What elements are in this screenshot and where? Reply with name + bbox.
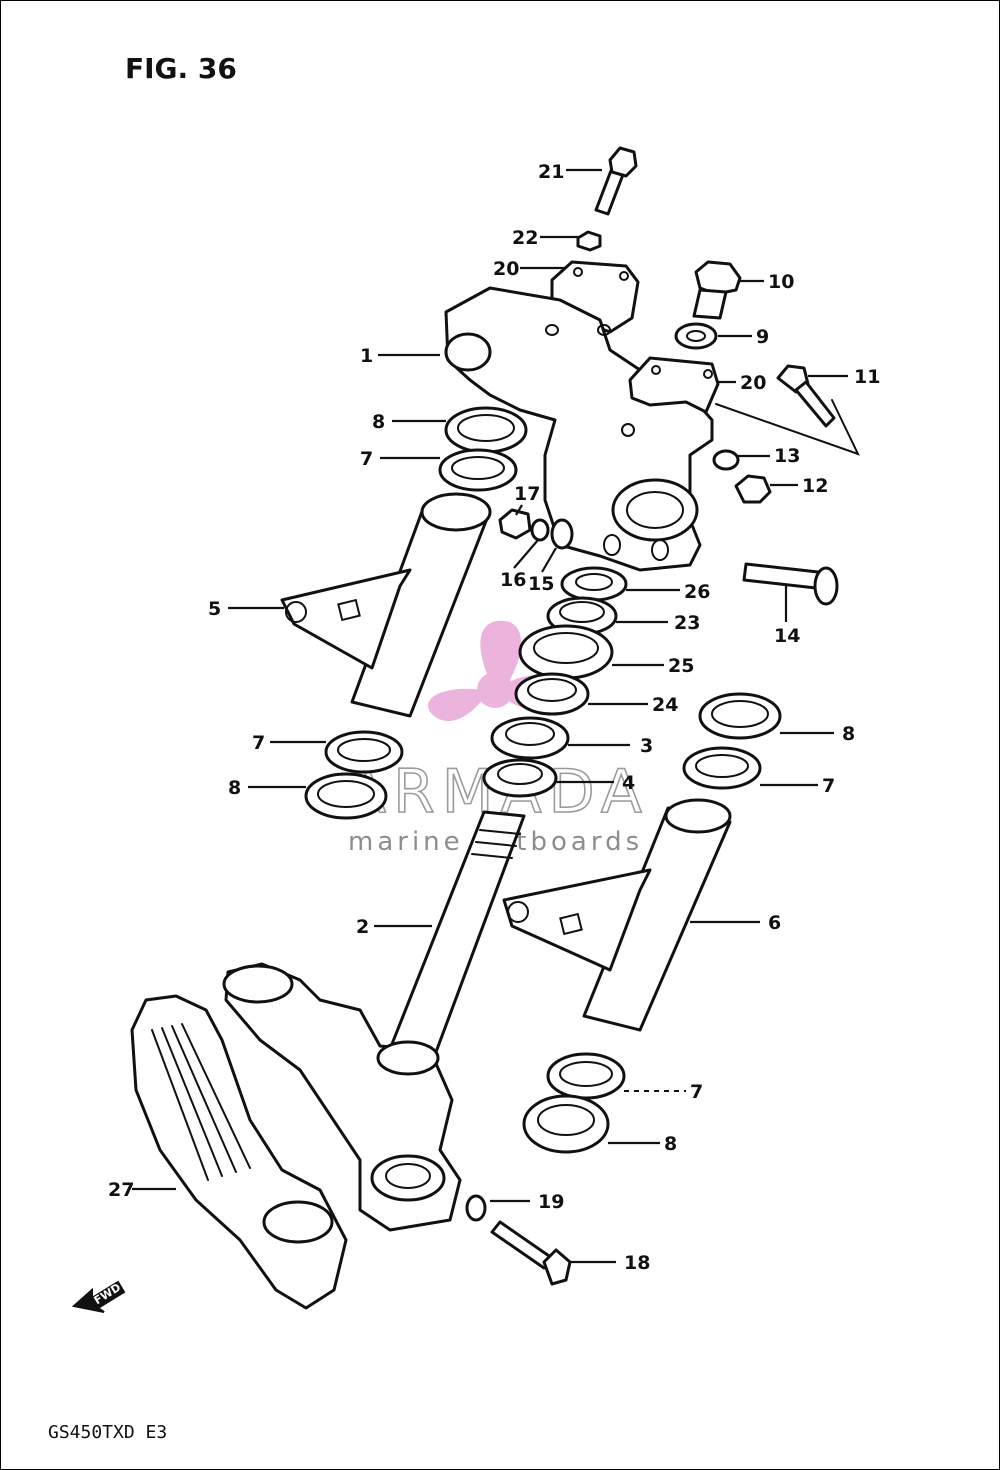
callout-11: 11: [854, 366, 880, 388]
callout-21: 21: [538, 161, 564, 183]
callout-3: 3: [640, 735, 653, 757]
callout-13: 13: [774, 445, 800, 467]
callout-2: 2: [356, 916, 369, 938]
part-7-race-lower: [546, 1052, 626, 1100]
part-11-indicator-lines: [715, 399, 860, 456]
callout-20-upper: 20: [493, 258, 519, 280]
callout-1: 1: [360, 345, 373, 367]
callout-24: 24: [652, 694, 678, 716]
part-15-grommet: [550, 518, 574, 550]
callout-8-right: 8: [842, 723, 855, 745]
callout-4: 4: [622, 772, 635, 794]
callout-9: 9: [756, 326, 769, 348]
part-12-nut: [734, 474, 772, 504]
callout-26: 26: [684, 581, 710, 603]
part-6-right-fork-cover: [502, 798, 732, 1032]
callout-7-upper: 7: [360, 448, 373, 470]
callout-15: 15: [528, 573, 554, 595]
part-7-race-upper: [438, 448, 518, 492]
part-4-race: [482, 758, 558, 798]
callout-7-left: 7: [252, 732, 265, 754]
callout-23: 23: [674, 612, 700, 634]
part-24-bearing: [514, 672, 590, 716]
callout-7-lower: 7: [690, 1081, 703, 1103]
callout-17: 17: [514, 483, 540, 505]
callouts: 21 22 20 10 9 1 20 11 8 7 13 12 17 16 15…: [108, 161, 880, 1274]
part-5-left-fork-cover: [280, 492, 492, 718]
part-9-washer: [674, 322, 718, 350]
part-8-bearing-right: [698, 692, 782, 740]
callout-12: 12: [802, 475, 828, 497]
part-17-nut: [498, 508, 532, 540]
callout-25: 25: [668, 655, 694, 677]
part-under-bracket: [222, 962, 462, 1232]
part-25-bearing-cup: [518, 624, 614, 680]
callout-19: 19: [538, 1191, 564, 1213]
callout-8-left: 8: [228, 777, 241, 799]
part-7-race-right: [682, 746, 762, 790]
callout-18: 18: [624, 1252, 650, 1274]
callout-22: 22: [512, 227, 538, 249]
part-8-bearing-lower: [522, 1094, 610, 1154]
model-code: GS450TXD E3: [48, 1422, 167, 1443]
callout-27: 27: [108, 1179, 134, 1201]
callout-5: 5: [208, 598, 221, 620]
part-18-bolt: [490, 1220, 572, 1286]
part-20-right-clamp: [628, 356, 720, 414]
part-11-bolt: [776, 364, 836, 428]
part-7-race-left: [324, 730, 404, 774]
part-16-washer: [530, 518, 550, 542]
part-8-bearing-upper: [444, 406, 528, 454]
figure-title: FIG. 36: [125, 52, 237, 85]
callout-8-upper: 8: [372, 411, 385, 433]
part-3-bearing: [490, 716, 570, 760]
part-13-washer: [712, 449, 740, 471]
part-1-upper-bracket: [444, 286, 714, 572]
part-19-washer: [465, 1194, 487, 1222]
callout-8-lower: 8: [664, 1133, 677, 1155]
part-21-bolt: [594, 146, 638, 216]
callout-14: 14: [774, 625, 800, 647]
callout-16: 16: [500, 569, 526, 591]
fwd-arrow-icon: FWD: [71, 1280, 126, 1313]
part-26-dust-seal: [560, 566, 628, 602]
callout-6: 6: [768, 912, 781, 934]
part-14-bolt: [742, 562, 839, 606]
part-27-cover: [130, 994, 348, 1310]
callout-7-right: 7: [822, 775, 835, 797]
callout-10: 10: [768, 271, 794, 293]
part-10-bolt: [692, 260, 742, 320]
part-22-nut: [576, 230, 602, 252]
callout-20-right: 20: [740, 372, 766, 394]
part-8-bearing-left: [304, 772, 388, 820]
